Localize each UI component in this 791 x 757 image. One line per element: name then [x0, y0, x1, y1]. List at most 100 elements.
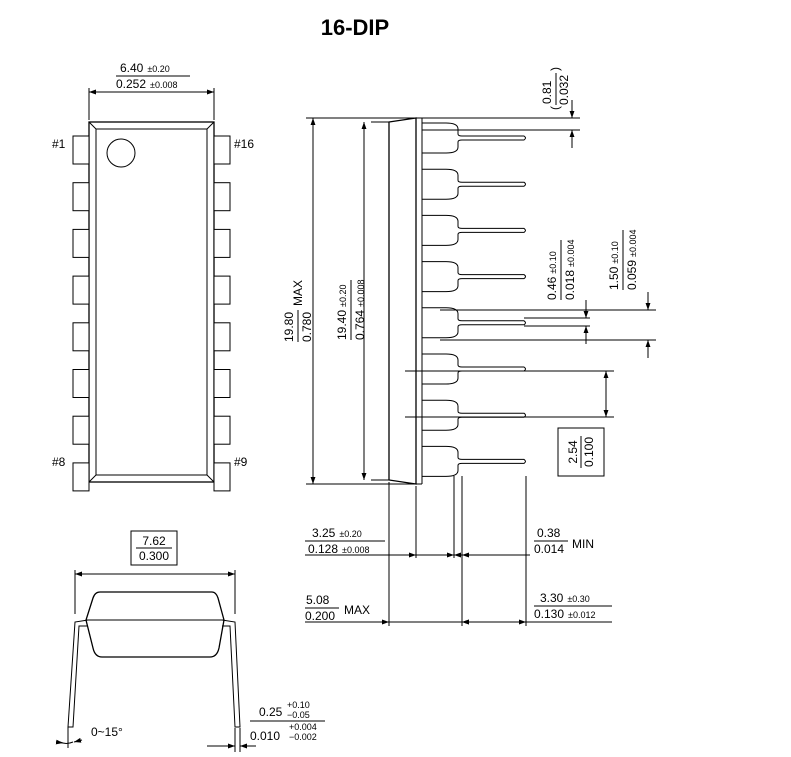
dim-body-thickness: 3.25±0.20 0.128±0.008 — [305, 526, 464, 558]
top-pin — [213, 462, 231, 492]
lead-width-mm-tol: ±0.10 — [548, 251, 558, 273]
dim-seated-height: 5.08 0.200 MAX — [305, 593, 472, 625]
lead-length-mm-tol: ±0.30 — [567, 594, 589, 604]
lead-thickness-in-tol-dn: −0.002 — [289, 732, 317, 742]
lead-width-mm: 0.46 — [545, 276, 559, 300]
body-thickness-in-tol: ±0.008 — [342, 545, 369, 555]
pin1-marker — [106, 138, 136, 168]
shoulder-width-mm-tol: ±0.10 — [610, 241, 620, 263]
side-view: 19.80 0.780 MAX 19.40±0.20 0.764 ±0.008 ( — [282, 67, 656, 626]
side-lead — [422, 399, 526, 431]
top-pin — [72, 369, 90, 398]
right-pin-column — [213, 135, 231, 492]
top-pin — [72, 275, 90, 305]
dim-shoulder-width: 1.50±0.10 0.059±0.004 — [440, 230, 656, 358]
right-lead — [221, 619, 241, 728]
dim-overall-length: 19.80 0.780 MAX — [282, 117, 416, 485]
body-width-mm-tol: ±0.20 — [147, 64, 169, 74]
side-leads — [422, 122, 526, 477]
pitch-box — [557, 427, 605, 477]
body-length-mm: 19.40 — [335, 310, 349, 340]
overall-length-mm: 19.80 — [282, 312, 296, 342]
svg-text:6.40±0.20: 6.40±0.20 — [120, 61, 170, 75]
overall-length-note: MAX — [291, 280, 305, 306]
lead-width-in: 0.018 — [563, 270, 577, 300]
svg-text:0.252±0.008: 0.252 ±0.008 — [116, 77, 178, 91]
lead-thickness-mm-tol-dn: −0.05 — [287, 710, 310, 720]
top-pin — [72, 182, 90, 212]
dim-lead-length: 3.30±0.30 0.130 ±0.012 — [462, 591, 612, 625]
overall-length-in: 0.780 — [300, 312, 314, 342]
left-pin-column — [72, 135, 90, 492]
lead-angle-text: 0~15° — [91, 725, 123, 739]
side-lead — [422, 168, 526, 200]
dim-body-length: 19.40±0.20 0.764 ±0.008 — [335, 122, 367, 480]
body-width-in: 0.252 — [116, 77, 146, 91]
side-lead — [422, 445, 526, 477]
shoulder-width-in: 0.059 — [625, 260, 639, 290]
body-length-in: 0.764 — [353, 310, 367, 340]
dim-lead-thickness: 0.25 +0.10 −0.05 0.010 +0.004 −0.002 — [207, 700, 325, 752]
left-lead — [67, 619, 89, 728]
top-view-body — [88, 121, 215, 483]
pitch-mm: 2.54 — [566, 440, 580, 464]
svg-text:1.50±0.10: 1.50±0.10 — [607, 241, 621, 290]
lead-width-in-tol: ±0.004 — [566, 240, 576, 267]
side-lead — [422, 307, 526, 339]
top-pin — [213, 135, 231, 165]
row-spacing-mm: 7.62 — [142, 534, 166, 548]
dim-body-width: 6.40±0.20 0.252 ±0.008 — [88, 61, 215, 120]
seated-height-in: 0.200 — [305, 609, 335, 623]
lead-thickness-mm-tol-up: +0.10 — [287, 700, 310, 710]
top-view-body-inner — [95, 128, 208, 476]
row-spacing-in: 0.300 — [139, 549, 169, 563]
end-view-body — [85, 591, 225, 658]
standoff-mm: 0.38 — [537, 526, 561, 540]
svg-text:3.30±0.30: 3.30±0.30 — [540, 591, 590, 605]
top-pin — [72, 135, 90, 165]
top-view: #1 #16 #8 #9 6.40±0.20 0.252±0.008 — [52, 61, 254, 492]
end-lead-open: ( — [548, 106, 562, 110]
top-pin — [213, 415, 231, 445]
side-lead — [422, 214, 526, 246]
body-length-in-tol: ±0.008 — [356, 280, 366, 307]
top-pin — [213, 228, 231, 258]
body-width-mm: 6.40 — [120, 61, 144, 75]
standoff-note: MIN — [572, 537, 594, 551]
seated-height-mm: 5.08 — [306, 593, 330, 607]
lead-thickness-in: 0.010 — [250, 729, 280, 743]
body-thickness-mm: 3.25 — [312, 526, 336, 540]
side-lead — [422, 261, 526, 293]
lead-thickness-mm: 0.25 — [259, 705, 283, 719]
top-pin — [72, 462, 90, 492]
row-spacing-box — [130, 530, 178, 566]
svg-text:19.40±0.20: 19.40±0.20 — [335, 285, 349, 341]
svg-text:0.46±0.10: 0.46 ±0.10 — [545, 251, 559, 300]
lead-length-mm: 3.30 — [540, 591, 564, 605]
seated-height-note: MAX — [344, 603, 370, 617]
dim-standoff: 0.38 0.014 MIN — [444, 526, 594, 558]
svg-text:0.059±0.004: 0.059±0.004 — [625, 230, 639, 291]
end-lead-in: 0.032 — [557, 75, 571, 105]
lead-length-in: 0.130 — [534, 607, 564, 621]
dim-lead-angle: 0~15° — [55, 725, 123, 748]
body-width-in-tol: ±0.008 — [150, 80, 177, 90]
dim-lead-width: 0.46 ±0.10 0.018 ±0.004 — [524, 240, 590, 344]
pin-label-8: #8 — [52, 455, 66, 469]
svg-text:0.130±0.012: 0.130 ±0.012 — [534, 607, 596, 621]
dim-row-spacing: 7.62 0.300 — [74, 530, 236, 614]
package-title: 16-DIP — [321, 15, 389, 40]
body-thickness-in: 0.128 — [308, 542, 338, 556]
svg-text:0.764±0.008: 0.764 ±0.008 — [353, 280, 367, 341]
side-lead — [422, 122, 526, 154]
top-pin — [213, 275, 231, 305]
dim-end-lead: ( 0.81 0.032 ) — [422, 67, 580, 148]
pin-label-9: #9 — [234, 455, 248, 469]
end-lead-close: ) — [548, 67, 562, 71]
top-pin — [213, 182, 231, 212]
end-view: 7.62 0.300 0~15° 0.25 +0.10 −0.05 0.010 … — [55, 530, 325, 752]
pin-label-1: #1 — [52, 137, 66, 151]
svg-text:0.018±0.004: 0.018 ±0.004 — [563, 240, 577, 301]
lead-length-in-tol: ±0.012 — [568, 610, 595, 620]
